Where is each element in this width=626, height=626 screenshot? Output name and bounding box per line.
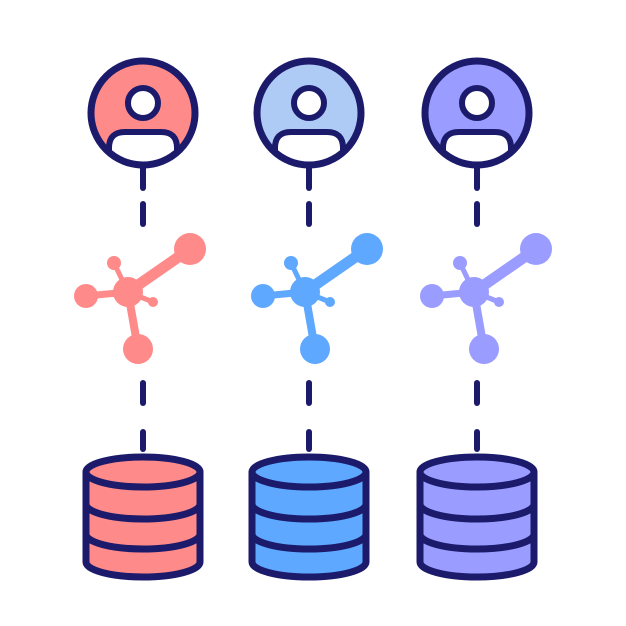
network-node [174, 233, 206, 265]
avatar-body [272, 129, 346, 165]
avatar-body [106, 129, 180, 165]
avatar-person [440, 85, 514, 165]
database-icon [416, 453, 538, 581]
network-node [453, 256, 467, 270]
avatar-ring [253, 57, 365, 169]
network-node [123, 334, 153, 364]
network-node [520, 233, 552, 265]
network-node [107, 256, 121, 270]
database-body [82, 468, 204, 581]
user-avatar-icon [253, 57, 365, 169]
network-hub [113, 277, 143, 307]
column-middle [248, 57, 383, 581]
database-band [82, 503, 204, 523]
database-band [416, 503, 538, 523]
avatar-ring [421, 57, 533, 169]
network-node-icon [74, 233, 206, 364]
network-node [300, 334, 330, 364]
database-band [416, 533, 538, 553]
network-node-icon [420, 233, 552, 364]
database-body [416, 468, 538, 581]
database-body [248, 468, 370, 581]
network-node-icon [251, 233, 383, 364]
network-node [420, 284, 444, 308]
avatar-person [106, 85, 180, 165]
network-node [74, 284, 98, 308]
network-node [325, 297, 335, 307]
network-hub [459, 277, 489, 307]
user-avatar-icon [87, 57, 199, 169]
database-band [248, 503, 370, 523]
column-right [416, 57, 552, 581]
network-node [251, 284, 275, 308]
column-left [74, 57, 206, 581]
avatar-head [291, 85, 327, 121]
network-node [351, 233, 383, 265]
database-top [82, 453, 204, 491]
network-node [494, 297, 504, 307]
user-avatar-icon [421, 57, 533, 169]
avatar-head [125, 85, 161, 121]
database-top [248, 453, 370, 491]
database-top [416, 453, 538, 491]
database-icon [82, 453, 204, 581]
avatar-ring [87, 57, 199, 169]
avatar-person [272, 85, 346, 165]
network-node [284, 256, 298, 270]
network-node [469, 334, 499, 364]
database-band [248, 533, 370, 553]
network-hub [290, 277, 320, 307]
database-band [82, 533, 204, 553]
avatar-head [459, 85, 495, 121]
database-icon [248, 453, 370, 581]
network-node [148, 297, 158, 307]
avatar-body [440, 129, 514, 165]
